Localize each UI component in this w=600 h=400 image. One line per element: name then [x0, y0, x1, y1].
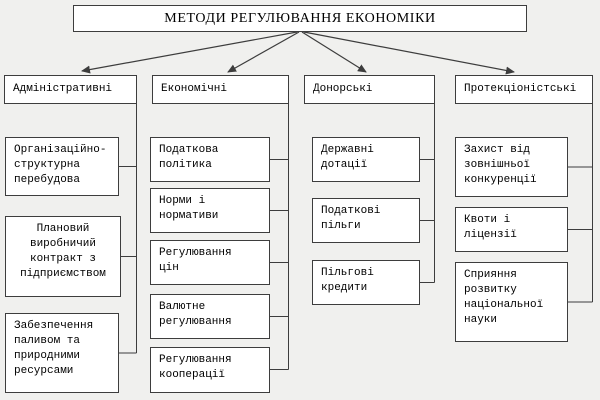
arrow-to-administrative [81, 31, 298, 74]
node-tax-benefits: Податкові пільги [312, 198, 420, 243]
root-arrows [81, 31, 515, 75]
arrow-to-donor [301, 31, 367, 73]
node-protection-external-competition: Захист від зовнішньої конкуренції [455, 137, 568, 197]
category-box-protectionist: Протекціоністські [455, 75, 593, 104]
node-org-structural-rebuild: Організаційно- структурна перебудова [5, 137, 119, 196]
node-planned-production-contract: Плановий виробничий контракт з підприємс… [5, 216, 121, 297]
tree-connector-donor [419, 104, 435, 283]
node-currency-regulation: Валютне регулювання [150, 294, 270, 339]
node-cooperation-regulation: Регулювання кооперації [150, 347, 270, 393]
arrow-to-protectionist [303, 31, 515, 75]
node-tax-policy: Податкова політика [150, 137, 270, 182]
tree-connector-protectionist [567, 104, 593, 303]
category-box-economic: Економічні [152, 75, 289, 104]
node-norms-standards: Норми і нормативи [150, 188, 270, 233]
node-price-regulation: Регулювання цін [150, 240, 270, 285]
node-preferential-credits: Пільгові кредити [312, 260, 420, 305]
node-state-subsidies: Державні дотації [312, 137, 420, 182]
node-national-science-support: Сприяння розвитку національної науки [455, 262, 568, 342]
category-box-donor: Донорські [304, 75, 435, 104]
arrow-to-economic [227, 31, 300, 73]
node-fuel-natural-resources: Забезпечення паливом та природними ресур… [5, 313, 119, 393]
diagram-title: МЕТОДИ РЕГУЛЮВАННЯ ЕКОНОМІКИ [73, 5, 527, 32]
category-box-administrative: Адміністративні [4, 75, 137, 104]
tree-connector-economic [269, 104, 289, 370]
node-quotas-licenses: Квоти і ліцензії [455, 207, 568, 252]
